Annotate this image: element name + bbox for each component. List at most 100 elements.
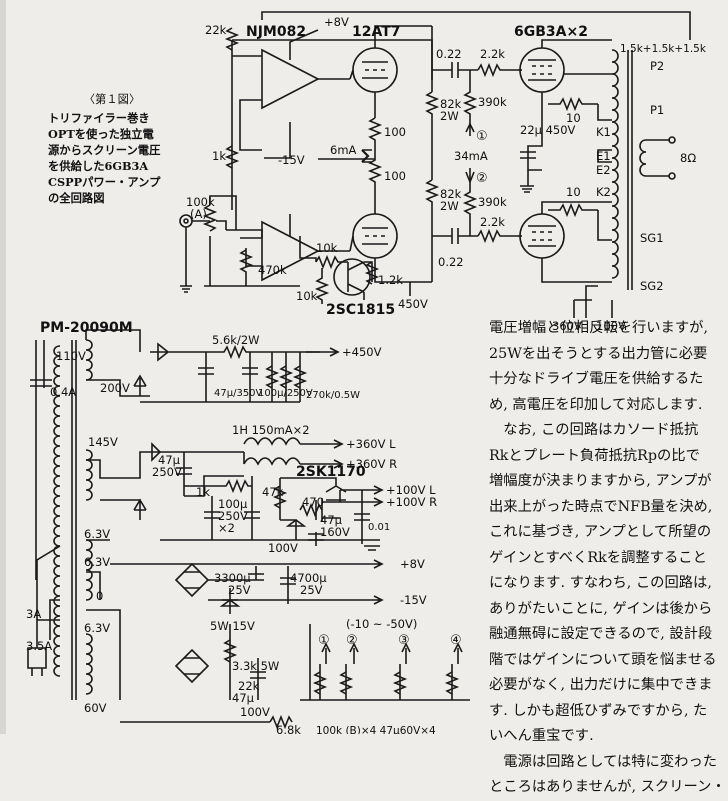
r100-b-label: 100: [384, 169, 406, 183]
circuit-wire: [239, 99, 262, 151]
circuit-wire: [333, 439, 344, 469]
fuse-04a-label: 0.4A: [50, 385, 76, 399]
r10-a-label: 10: [566, 111, 581, 125]
body-line: 融通無碍に設定できるので, 設計段: [489, 626, 713, 642]
k2-label: K2: [596, 185, 611, 199]
circuit-wire: [184, 657, 200, 675]
circuit-wire: [245, 248, 262, 267]
bias-out-4: ④: [450, 633, 462, 648]
circuit-wire: [222, 639, 238, 663]
circuit-wire: [264, 365, 280, 389]
resistor-22k: [224, 27, 240, 51]
bias-pots-label: 100k (B)×4 47μ60V×4: [316, 725, 436, 734]
circuit-wire: [453, 642, 463, 664]
circuit-wire: [36, 545, 61, 620]
choke-label: 1H 150mA×2: [232, 423, 310, 437]
circuit-wire: [432, 228, 478, 244]
r2.2k-b-label: 2.2k: [480, 215, 505, 229]
figure-caption-line: CSPPパワー・アンプ: [48, 175, 161, 189]
resistor-82k-b: [424, 179, 440, 282]
out-100r-label: +100V R: [386, 495, 437, 509]
c100u-250-label: 100μ: [218, 497, 248, 511]
body-line: ところはありませんが, スクリーン・: [489, 779, 726, 795]
bridge-rectifier-2: [174, 648, 210, 684]
body-line: 出来上がった時点でNFB量を決め,: [489, 498, 713, 515]
body-line: 必要がなく, 出力だけに集中できま: [489, 677, 713, 693]
circuit-wire: [319, 664, 453, 700]
circuit-wire: [85, 539, 93, 601]
c47u-label: 47μ/350V: [214, 388, 263, 399]
c100u-250-volt: 250V: [218, 509, 248, 523]
v360-out-label: 360V: [552, 319, 582, 333]
circuit-wire: [86, 571, 101, 600]
circuit-wire: [573, 299, 592, 318]
circuit-wire: [250, 658, 266, 700]
circuit-wire: [374, 25, 432, 48]
circuit-wire: [299, 502, 323, 518]
ps-transformer-label: PM-20090M: [40, 320, 133, 336]
v60-label: 60V: [84, 701, 107, 715]
v100-ps-label: 100V: [268, 541, 298, 555]
circuit-wire: [639, 139, 647, 177]
figure-caption-line: を供給した6GB3A: [48, 159, 149, 173]
circuit-wire: [548, 96, 598, 112]
body-line: す. しかも超低ひずみですから, た: [489, 702, 708, 719]
circuit-wire: [349, 642, 359, 664]
r270k-label: 270k/0.5W: [306, 390, 360, 401]
current-6ma-label: 6mA: [330, 143, 357, 157]
body-line: 十分なドライブ電圧を供給するた: [489, 371, 704, 387]
body-line: Rkとプレート負荷抵抗Rpの比で: [489, 447, 700, 464]
circuit-wire: [49, 599, 60, 640]
out-450v-label: +450V: [342, 345, 382, 359]
body-line: ありがたいことに, ゲインは後から: [489, 600, 713, 617]
circuit-wire: [160, 539, 380, 551]
v100-out-label: 100V: [596, 319, 626, 333]
circuit-wire: [264, 122, 291, 159]
volume-pot: [202, 204, 218, 232]
figure-caption-line: トリファイラー巻き: [48, 111, 150, 125]
body-line: 増幅度が決まりますから, アンプが: [489, 473, 712, 489]
circuit-wire: [209, 195, 237, 230]
circuit-wire: [133, 374, 147, 396]
circuit-wire: [71, 340, 77, 700]
bias-tap-1: ①: [476, 129, 488, 144]
r5.6k-label: 5.6k/2W: [212, 333, 260, 347]
circuit-wire: [85, 449, 93, 501]
resistor-100-b: [367, 150, 383, 188]
resistor-10k-a: [315, 254, 348, 270]
choke: [243, 437, 301, 446]
resistor-1.2k: [364, 261, 380, 285]
r390k-a-label: 390k: [478, 95, 507, 109]
body-line: め, 高電圧を印加して対応します.: [489, 396, 703, 413]
circuit-wire: [373, 485, 384, 507]
r100-a-label: 100: [384, 125, 406, 139]
circuit-wire: [183, 218, 189, 224]
bias-out-2: ②: [346, 633, 358, 648]
zener-label: 5W 15V: [210, 619, 255, 633]
speaker-label: 8Ω: [680, 151, 696, 165]
body-line: 25Wを出そうとする出力管に必要: [489, 345, 708, 362]
body-line: 電源は回路としては特に変わった: [489, 753, 718, 770]
circuit-wire: [180, 285, 192, 293]
circuit-wire: [528, 59, 556, 81]
sg2-label: SG2: [640, 279, 664, 293]
circuit-wire: [208, 566, 264, 581]
r10k-a-label: 10k: [316, 241, 338, 255]
circuit-wire: [392, 671, 408, 695]
circuit-wire: [216, 220, 227, 230]
v145-label: 145V: [88, 435, 118, 449]
power-supply-circuit: [27, 329, 470, 730]
r10k-b-label: 10k: [296, 289, 318, 303]
circuit-wire: [30, 379, 52, 387]
resistor-10k-b: [314, 268, 330, 304]
r82k-a-watt: 2W: [440, 109, 459, 123]
body-line: いへん重宝です.: [489, 728, 594, 744]
v6.3-a-label: 6.3V: [84, 527, 110, 541]
circuit-wire: [520, 151, 536, 159]
pentode-upper: [519, 47, 565, 93]
out-15v-label: -15V: [400, 593, 427, 607]
figure-caption: 〈第１図〉 トリファイラー巻き OPTを使った独立電 源からスクリーン電圧 を供…: [48, 92, 176, 206]
figure-caption-line: OPTを使った独立電: [48, 127, 154, 141]
circuit-wire: [184, 571, 200, 589]
